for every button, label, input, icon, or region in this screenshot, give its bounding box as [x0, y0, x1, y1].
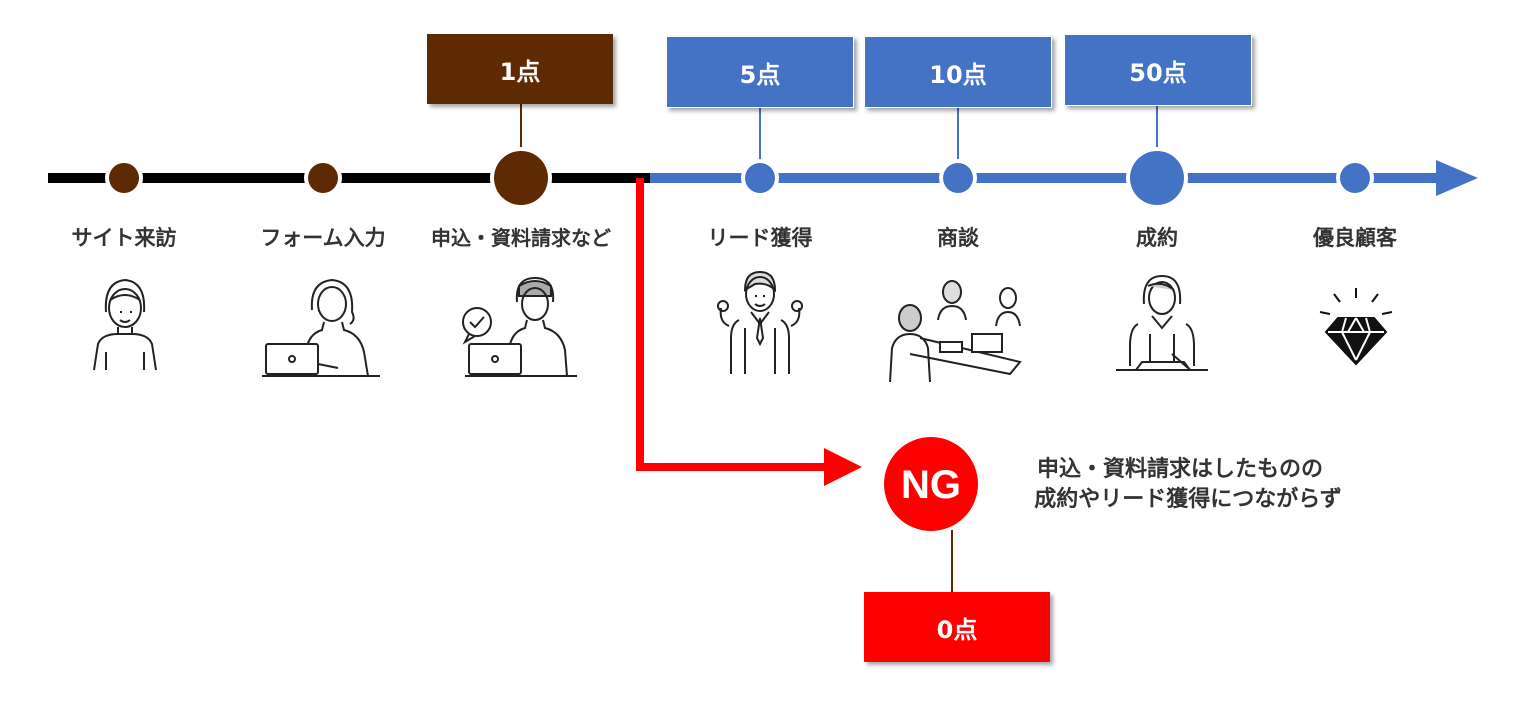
- score-box-1: 1点: [427, 34, 613, 104]
- score-box-5: 5点: [666, 36, 854, 108]
- diamond-icon: [1319, 288, 1393, 366]
- stage-label-lead: リード獲得: [707, 226, 813, 250]
- woman-laptop-check-icon: [462, 276, 577, 377]
- ng-description-line1: 申込・資料請求はしたものの: [1036, 457, 1323, 482]
- node-top-customer-dot: [1340, 163, 1370, 193]
- score-50-label: 50点: [1129, 58, 1187, 87]
- meeting-icon: [889, 280, 1022, 383]
- ng-branch-line: [636, 178, 828, 471]
- score-box-0: 0点: [864, 592, 1050, 662]
- node-site-visit-dot: [109, 163, 139, 193]
- stage-label-site-visit: サイト来訪: [71, 226, 177, 250]
- score-0-label: 0点: [936, 615, 978, 644]
- ng-badge-text: NG: [901, 463, 961, 507]
- stage-label-contract: 成約: [1136, 226, 1178, 250]
- node-lead-dot: [745, 163, 775, 193]
- stage-label-negotiation: 商談: [937, 226, 979, 250]
- score-box-10: 10点: [864, 36, 1052, 108]
- stage-label-top-customer: 優良顧客: [1313, 226, 1397, 250]
- ng-description-line2: 成約やリード獲得につながらず: [1034, 487, 1342, 512]
- node-application-dot: [494, 151, 548, 205]
- node-contract-dot: [1130, 151, 1184, 205]
- score-1-label: 1点: [499, 57, 541, 86]
- ng-branch-arrowhead: [824, 448, 862, 486]
- timeline-arrowhead: [1436, 160, 1478, 196]
- stage-label-application: 申込・資料請求など: [431, 226, 611, 250]
- stage-label-form-input: フォーム入力: [260, 226, 386, 250]
- businessman-icon: [717, 270, 803, 374]
- ng-badge: [884, 437, 978, 531]
- woman-laptop-icon: [262, 278, 380, 377]
- score-10-label: 10点: [929, 60, 987, 89]
- node-negotiation-dot: [943, 163, 973, 193]
- score-5-label: 5点: [739, 60, 781, 89]
- node-form-input-dot: [308, 163, 338, 193]
- businesswoman-signing-icon: [1116, 274, 1208, 371]
- woman-icon: [93, 278, 157, 371]
- score-box-50: 50点: [1064, 34, 1252, 106]
